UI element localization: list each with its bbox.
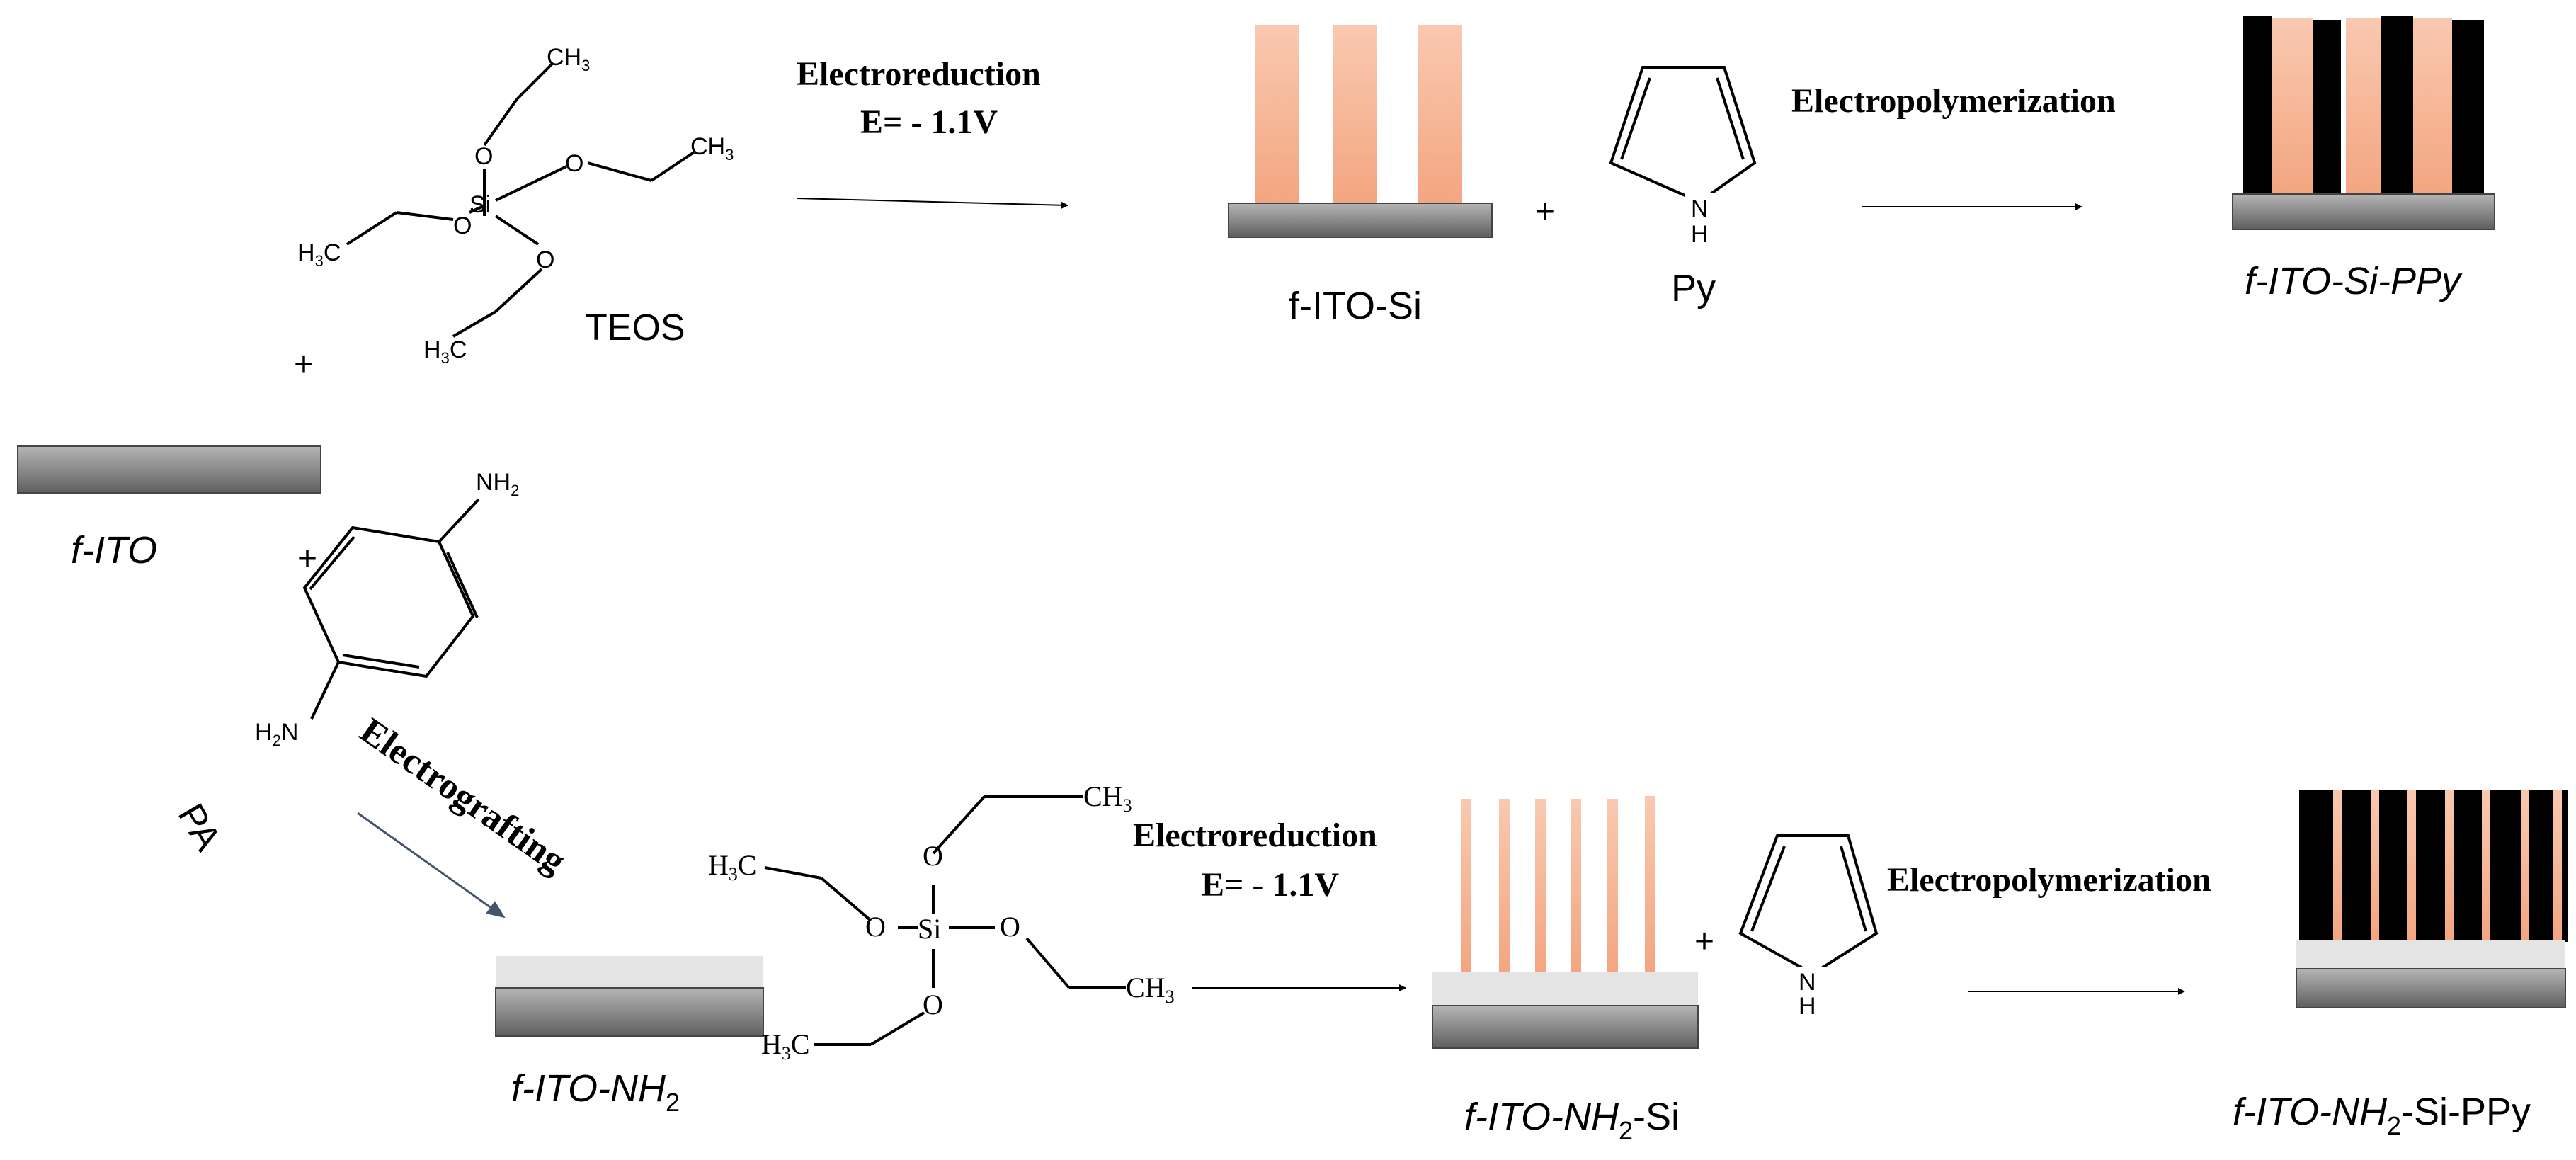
teos-atoms: Si O O O O CH3 CH3 H3C H3C [297, 44, 734, 367]
f-ito-nh2-si-substrate [1432, 1005, 1699, 1049]
nh2-layer [496, 956, 763, 988]
pa-molecule [302, 498, 480, 720]
teos-o-atom-right: O [565, 150, 583, 177]
teos-molecule [346, 62, 695, 338]
pyrrole-bottom-n: N [1799, 969, 1816, 996]
teos-b-h3c-left: H3C [708, 849, 757, 885]
teos-ch3-top: CH3 [547, 44, 590, 74]
teos-h3c-left: H3C [297, 239, 341, 270]
electropolymerization-label-bottom: Electropolymerization [1887, 861, 2211, 899]
silica-pillar [1535, 799, 1546, 974]
f-ito-si-ppy-substrate [2232, 193, 2495, 230]
silica-pillar [2371, 790, 2379, 942]
py-label: Py [1671, 267, 1716, 309]
silica-pillar [2333, 790, 2342, 942]
teos-si-atom: Si [469, 191, 491, 218]
electropolymerization-label-top: Electropolymerization [1791, 82, 2116, 120]
pyrrole-top-h: H [1691, 221, 1709, 248]
potential-label-top: E= - 1.1V [860, 103, 998, 141]
plus-sign-4: + [1694, 923, 1714, 960]
silica-pillar [1645, 796, 1655, 974]
plus-sign-2: + [297, 540, 317, 578]
silica-pillar [1499, 799, 1510, 974]
silica-pillar [1333, 25, 1377, 205]
pa-nh2-top: NH2 [476, 469, 519, 499]
teos-b-h3c-bottom: H3C [761, 1028, 810, 1064]
pyrrole-bottom-h: H [1799, 993, 1816, 1020]
electroreduction-label-bottom: Electroreduction [1133, 817, 1377, 854]
silica-pillar [1255, 25, 1299, 205]
teos-b-si-atom: Si [918, 913, 941, 945]
teos-h3c-bottom: H3C [423, 336, 467, 367]
silica-pillar [2407, 790, 2416, 942]
electroreduction-label-top: Electroreduction [797, 55, 1041, 93]
teos-b-o-right: O [1000, 911, 1020, 943]
electrografting-label: Electrografting [353, 710, 573, 882]
f-ito-nh2-si-ppy-label: f-ITO-NH2-Si-PPy [2233, 1091, 2531, 1140]
pyrrole-top [1609, 66, 1757, 204]
teos-ch3-right: CH3 [690, 133, 734, 164]
plus-sign-3: + [1535, 193, 1555, 231]
f-ito-si-label: f-ITO-Si [1289, 285, 1422, 327]
silica-pillar [2553, 790, 2562, 942]
f-ito-si-structure [1228, 25, 1493, 238]
pyrrole-bottom [1738, 834, 1879, 976]
silica-pillar [2521, 790, 2529, 942]
f-ito-nh2-si-structure [1432, 796, 1699, 1049]
silica-pillar [1418, 25, 1462, 205]
teos-molecule-bottom [764, 795, 1126, 1046]
f-ito-nh2-si-label: f-ITO-NH2-Si [1464, 1096, 1680, 1145]
silica-pillar [1607, 799, 1618, 974]
electroreduction-arrow-top [796, 198, 1068, 209]
teos-b-ch3-right: CH3 [1126, 972, 1175, 1007]
nh2-layer [2296, 940, 2565, 969]
electrografting-arrow [357, 812, 506, 919]
silica-pillar [2445, 790, 2454, 942]
silica-pillar [2346, 18, 2381, 196]
f-ito-si-ppy-label: f-ITO-Si-PPy [2245, 260, 2463, 302]
teos-o-atom-left: O [453, 212, 472, 239]
silica-pillar [2413, 18, 2452, 196]
plus-sign-1: + [294, 346, 314, 383]
f-ito-nh2-label: f-ITO-NH2 [511, 1067, 680, 1117]
nh2-layer [1432, 972, 1698, 1006]
f-ito-nh2-substrate [495, 987, 764, 1037]
teos-b-o-top: O [923, 840, 943, 872]
teos-o-atom-top: O [474, 143, 493, 170]
pyrrole-top-n: N [1691, 195, 1709, 222]
teos-b-o-left: O [865, 911, 886, 943]
f-ito-nh2-si-ppy-substrate [2296, 968, 2566, 1008]
f-ito-nh2-si-ppy-structure [2296, 790, 2568, 1008]
teos-label: TEOS [585, 307, 685, 348]
teos-b-o-bottom: O [923, 989, 943, 1020]
teos-o-atom-bottom: O [536, 246, 554, 273]
teos-b-ch3-top: CH3 [1083, 780, 1132, 816]
f-ito-substrate [17, 445, 321, 494]
silica-pillar [1461, 799, 1471, 974]
f-ito-label: f-ITO [71, 529, 157, 572]
f-ito-si-substrate [1228, 203, 1493, 238]
silica-pillar [2482, 790, 2490, 942]
pa-h2n-bottom: H2N [255, 719, 298, 749]
silica-pillar [2272, 18, 2313, 196]
pa-label: PA [170, 797, 229, 858]
silica-pillar [1571, 799, 1581, 974]
potential-label-bottom: E= - 1.1V [1202, 866, 1339, 904]
f-ito-si-ppy-structure [2232, 16, 2495, 230]
